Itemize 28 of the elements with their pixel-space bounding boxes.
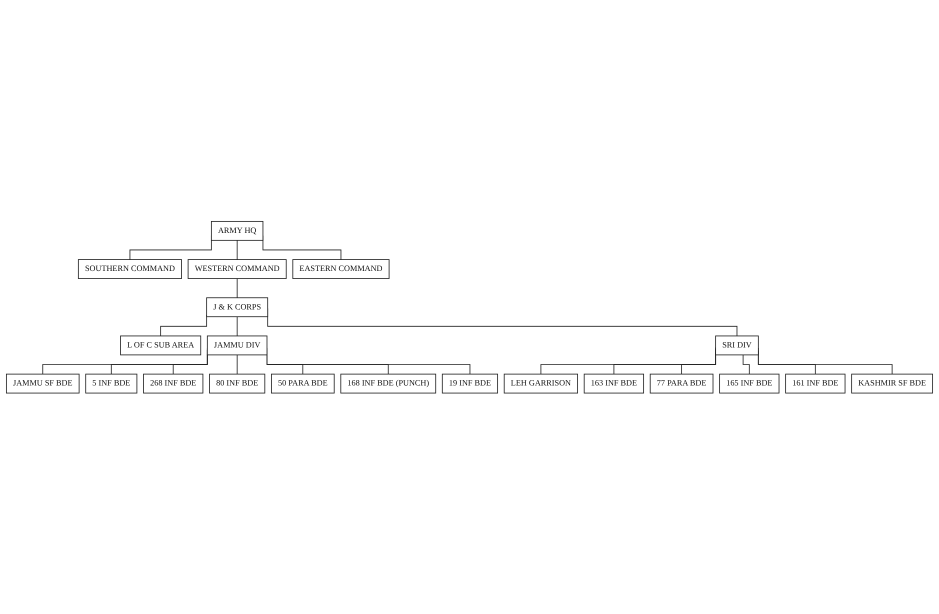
node-box: EASTERN COMMAND	[292, 258, 390, 279]
node-box: 268 INF BDE	[143, 373, 204, 394]
node-box: 161 INF BDE	[785, 373, 846, 394]
node-box: 80 INF BDE	[209, 373, 266, 394]
node-box: 165 INF BDE	[719, 373, 780, 394]
node-box: SRI DIV	[715, 335, 759, 356]
node-box: 77 PARA BDE	[650, 373, 714, 394]
node-box: WESTERN COMMAND	[188, 258, 287, 279]
connector	[172, 354, 208, 374]
node-box: 168 INF BDE (PUNCH)	[340, 373, 436, 394]
node-box: 50 PARA BDE	[271, 373, 335, 394]
node-box: 5 INF BDE	[85, 373, 138, 394]
node-box: 163 INF BDE	[584, 373, 644, 394]
connector	[742, 354, 750, 374]
node-box: LEH GARRISON	[504, 373, 578, 394]
connector	[236, 240, 238, 260]
node-box: L OF C SUB AREA	[120, 335, 202, 356]
connector	[236, 354, 238, 374]
node-box: J & K CORPS	[206, 297, 268, 317]
connector	[236, 278, 238, 298]
node-box: ARMY HQ	[210, 220, 264, 241]
node-box: JAMMU DIV	[206, 335, 268, 356]
node-box: KASHMIR SF BDE	[851, 373, 934, 394]
node-box: JAMMU SF BDE	[6, 373, 80, 394]
connector	[236, 316, 238, 336]
node-box: SOUTHERN COMMAND	[78, 258, 182, 279]
node-box: 19 INF BDE	[442, 373, 498, 394]
connector	[160, 314, 208, 336]
